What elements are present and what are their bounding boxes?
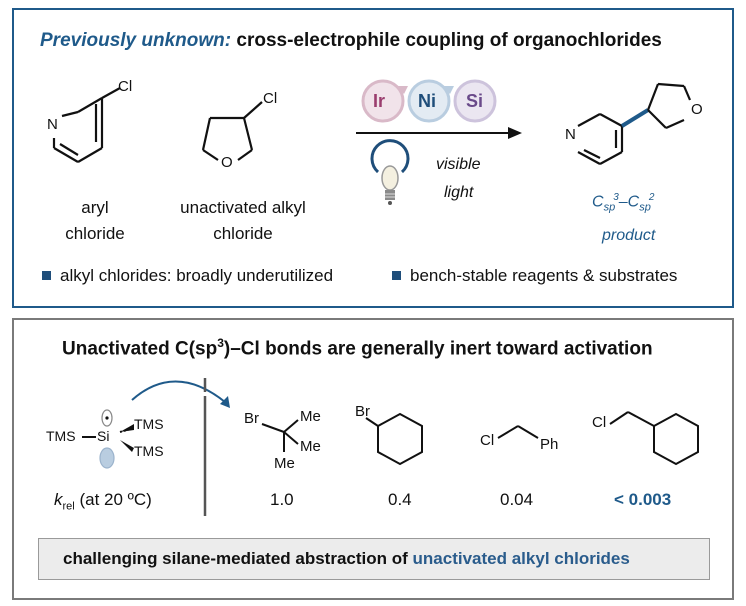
product-o-label: O	[691, 101, 703, 118]
bullet-text-1: alkyl chlorides: broadly underutilized	[60, 266, 334, 285]
lightbulb-icon	[370, 139, 410, 205]
alkyl-label-line2: chloride	[213, 224, 273, 243]
thf-structure	[201, 101, 263, 161]
silane-tms-left: TMS	[46, 428, 76, 444]
banner-highlight: unactivated alkyl chlorides	[412, 549, 630, 568]
product-label: product	[602, 227, 656, 244]
catalyst-ir: Ir	[373, 91, 386, 111]
pyridine-cl-label: Cl	[118, 78, 133, 95]
pyridine-structure	[52, 87, 121, 163]
benzyl-ph-label: Ph	[540, 436, 559, 453]
alkyl-label-line1: unactivated alkyl	[180, 198, 306, 217]
cyhex-br-label: Br	[355, 403, 370, 420]
krel-value-4: < 0.003	[614, 490, 672, 509]
banner-pre: challenging silane-mediated abstraction …	[63, 549, 408, 568]
bullet-text-2: bench-stable reagents & substrates	[410, 266, 678, 285]
krel-k: k	[54, 490, 63, 509]
reaction-arrow	[356, 127, 522, 139]
silane-structure	[82, 409, 135, 469]
alkyl-label: unactivated alkyl chloride	[168, 198, 318, 244]
catalyst-ni: Ni	[418, 91, 436, 111]
title-pre: Unactivated C(sp	[62, 338, 218, 360]
product-bond-label: Csp3–Csp2	[592, 192, 654, 214]
headline-emphasis: Previously unknown:	[40, 30, 232, 51]
cyhexmethyl-cl-label: Cl	[592, 414, 607, 431]
bond-c2: –C	[618, 193, 640, 211]
krel-label: krel (at 20 ºC)	[54, 490, 152, 512]
bullet-marker-2	[392, 271, 401, 280]
thf-cl-label: Cl	[263, 90, 278, 107]
tert-butyl-bromide-structure	[261, 419, 299, 452]
bond-sub1: sp	[603, 201, 616, 214]
tbu-me2-label: Me	[300, 438, 321, 455]
title-sup: 3	[217, 336, 224, 350]
catalyst-cycle	[361, 79, 497, 123]
catalyst-si: Si	[466, 91, 484, 111]
tbu-me1-label: Me	[300, 408, 321, 425]
pyridine-n-label: N	[47, 116, 58, 133]
top-panel	[12, 8, 734, 308]
aryl-label-line1: aryl	[81, 198, 109, 217]
product-n-label: N	[565, 126, 576, 143]
benzyl-cl-label: Cl	[480, 432, 495, 449]
product-structure	[577, 82, 692, 165]
aryl-label: aryl chloride	[50, 198, 140, 244]
benzyl-chloride-structure	[497, 425, 539, 439]
krel-value-3: 0.04	[500, 490, 534, 509]
krel-sub: rel	[62, 500, 75, 513]
silane-si: Si	[97, 428, 110, 444]
light-label: light	[444, 184, 474, 201]
bond-sub2: sp	[639, 201, 651, 214]
bottom-panel	[12, 318, 734, 600]
conclusion-banner: challenging silane-mediated abstraction …	[38, 538, 710, 580]
krel-value-1: 1.0	[270, 490, 294, 509]
visible-label: visible	[436, 156, 481, 173]
cyclohexylmethyl-chloride-structure	[609, 411, 699, 466]
headline: Previously unknown: cross-electrophile c…	[40, 30, 662, 52]
bond-sup1: 3	[613, 192, 619, 203]
tbu-br-label: Br	[244, 410, 259, 427]
silane-tms-top: TMS	[134, 416, 164, 432]
banner-text: challenging silane-mediated abstraction …	[63, 549, 630, 569]
silane-tms-bottom: TMS	[134, 443, 164, 459]
tbu-me3-label: Me	[274, 455, 295, 472]
title-post: )–Cl bonds are generally inert toward ac…	[223, 338, 653, 360]
abstraction-arrow	[131, 380, 230, 408]
thf-o-label: O	[221, 154, 233, 171]
bullet-marker-1	[42, 271, 51, 280]
bond-sup2: 2	[648, 192, 655, 203]
aryl-label-line2: chloride	[65, 224, 125, 243]
bond-c1: C	[592, 193, 604, 211]
krel-rest: (at 20 ºC)	[79, 490, 152, 509]
headline-text: cross-electrophile coupling of organochl…	[236, 30, 662, 51]
krel-value-2: 0.4	[388, 490, 412, 509]
cyclohexyl-bromide-structure	[365, 412, 423, 466]
bottom-title: Unactivated C(sp3)–Cl bonds are generall…	[62, 336, 653, 360]
